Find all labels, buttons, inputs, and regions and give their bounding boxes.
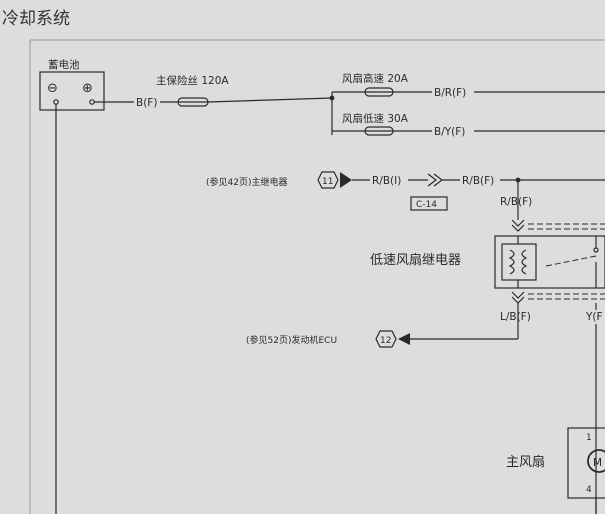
ecu-ref-label: (参见52页)发动机ECU <box>246 334 337 346</box>
connector-12-number: 12 <box>380 336 391 346</box>
relay-input-wire-label: R/B(F) <box>500 196 532 208</box>
main-fuse-wire-label: B(F) <box>136 97 157 109</box>
connector-c14-box <box>410 196 448 211</box>
battery-label: 蓄电池 <box>48 58 80 71</box>
battery-plus-terminal: ⊕ <box>82 81 93 96</box>
right-wire-label: Y(F <box>585 311 603 323</box>
relay-coil-icon <box>521 249 528 275</box>
main-fan-label: 主风扇 <box>506 454 545 470</box>
fan-motor-letter: M <box>593 457 602 469</box>
fan-low-wire-label: B/Y(F) <box>434 126 465 138</box>
connector-12-badge: 12 <box>375 330 397 348</box>
main-relay-wire-right-label: R/B(F) <box>462 175 494 187</box>
relay-contact <box>593 247 599 253</box>
low-speed-relay-box <box>494 235 605 289</box>
main-relay-wire-left-label: R/B(I) <box>372 175 401 187</box>
fan-pin-bottom: 4 <box>586 485 592 495</box>
relay-coil-icon <box>508 249 515 275</box>
main-relay-ref-label: (参见42页)主继电器 <box>206 176 287 188</box>
main-fuse-label: 主保险丝 120A <box>156 74 229 87</box>
relay-coil-box <box>501 243 537 281</box>
relay-top-connector-icon <box>511 219 525 232</box>
fan-pin-top: 1 <box>586 433 592 443</box>
connector-11-number: 11 <box>322 177 333 187</box>
fan-motor-icon <box>587 449 605 473</box>
battery-symbol <box>39 71 105 111</box>
connector-11-badge: 11 <box>317 171 339 189</box>
main-bus-wire <box>207 97 333 103</box>
fan-low-fuse-label: 风扇低速 30A <box>342 112 409 125</box>
arrow-right-icon <box>340 172 352 188</box>
arrow-left-icon <box>398 333 410 345</box>
ecu-wire-label: L/B(F) <box>500 311 531 323</box>
fan-high-fuse-label: 风扇高速 20A <box>342 72 409 85</box>
fan-high-wire-label: B/R(F) <box>434 87 466 99</box>
battery-minus-terminal: ⊖ <box>47 81 58 96</box>
main-fan-box <box>567 427 605 499</box>
page-title: 冷却系统 <box>2 9 70 29</box>
connector-c14-label: C-14 <box>416 200 437 210</box>
low-speed-relay-label: 低速风扇继电器 <box>370 252 461 268</box>
